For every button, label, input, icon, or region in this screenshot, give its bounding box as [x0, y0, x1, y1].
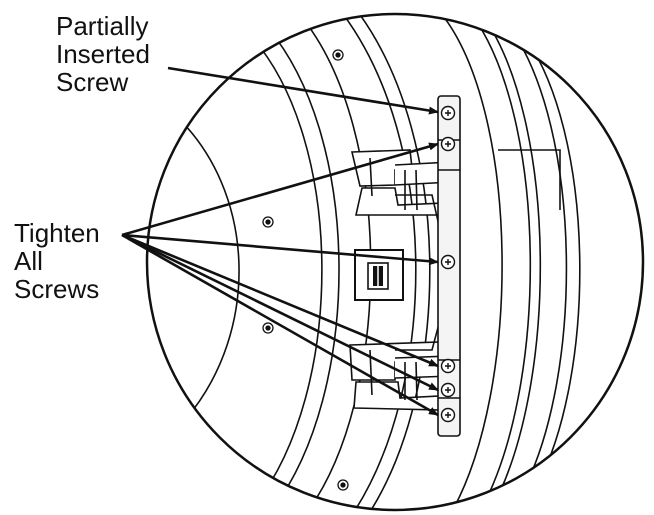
phillips-screw-icon — [440, 105, 456, 121]
callout-line: Screw — [56, 67, 129, 97]
round-screw-icon — [337, 479, 349, 491]
frame-notch — [498, 149, 561, 210]
phillips-screw-icon — [440, 136, 456, 152]
phillips-screw-icon — [440, 358, 456, 374]
arrow-to-screw-4 — [121, 233, 439, 368]
frame-curve-2 — [469, 14, 532, 510]
callout-line: Tighten — [14, 218, 100, 248]
frame-curve-1 — [439, 14, 503, 510]
lower-hinge — [349, 341, 453, 411]
door-and-frame — [174, 14, 581, 510]
callout-tighten-all-screws: Tighten All Screws — [14, 219, 100, 303]
hinge-screws — [440, 105, 456, 423]
round-screw-icon — [332, 49, 344, 61]
door-ring-curve-4 — [339, 14, 417, 510]
arrow-to-screw-5 — [121, 233, 439, 392]
callout-line: All — [14, 246, 43, 276]
frame-curve-4 — [505, 21, 568, 506]
callout-line: Partially — [56, 11, 149, 41]
arrow-to-screw-2 — [121, 142, 439, 237]
door-ring-curve-2 — [267, 27, 340, 510]
frame-curve-3 — [479, 14, 542, 510]
callout-line: Screws — [14, 274, 100, 304]
door-ring-screws — [262, 49, 349, 491]
callout-line: Inserted — [56, 39, 150, 69]
callout-partially-inserted-screw: Partially Inserted Screw — [56, 12, 150, 96]
frame-curve-5 — [519, 29, 581, 499]
door-inner-edge — [174, 114, 240, 421]
arrow-to-screw-6 — [121, 233, 439, 417]
phillips-screw-icon — [440, 407, 456, 423]
round-screw-icon — [262, 216, 274, 228]
round-screw-icon — [262, 322, 274, 334]
arrow-to-screw-3 — [121, 233, 439, 266]
phillips-screw-icon — [440, 254, 456, 270]
phillips-screw-icon — [440, 382, 456, 398]
arrow-to-partially-inserted-screw — [167, 66, 439, 115]
